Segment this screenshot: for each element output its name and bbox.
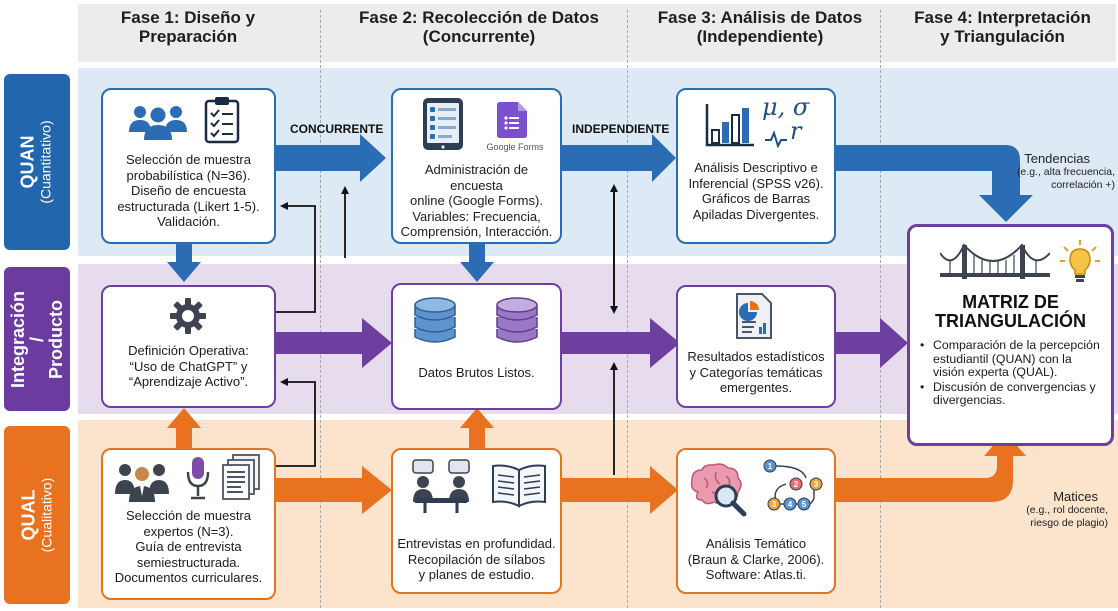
quan-collect-text: Administración de encuesta online (Googl…	[400, 162, 553, 239]
phase-1-title: Fase 1: Diseño y Preparación	[120, 8, 256, 46]
phase-3-title: Fase 3: Análisis de Datos (Independiente…	[657, 8, 863, 46]
tablet-survey-icon	[423, 98, 463, 150]
google-forms-caption: Google Forms	[486, 142, 544, 152]
nuances-note-title: Matices	[1053, 489, 1098, 504]
database-purple-icon	[496, 297, 538, 343]
integration-definition-box: Definición Operativa: “Uso de ChatGPT” y…	[101, 285, 276, 408]
experts-group-icon	[115, 464, 169, 502]
integration-definition-text: Definición Operativa: “Uso de ChatGPT” y…	[128, 343, 249, 389]
feedback-connectors	[276, 184, 618, 475]
microphone-icon	[186, 457, 210, 500]
trends-note-title: Tendencias	[1024, 151, 1090, 166]
people-group-icon	[129, 106, 187, 140]
thematic-flow-icon: 1 2 3 3 4 5	[763, 459, 823, 511]
statistics-mu-sigma: μ, σ	[762, 93, 810, 121]
flow-number: 2	[794, 480, 799, 489]
report-document-icon	[736, 293, 772, 339]
quan-analysis-box: μ, σ r Análisis Descriptivo e Inferencia…	[676, 88, 836, 244]
qual-design-box: Selección de muestra expertos (N=3). Guí…	[101, 448, 276, 600]
matrix-item: Comparación de la percepción estudiantil…	[920, 338, 1105, 380]
database-blue-icon	[414, 297, 456, 343]
qual-lane-tab: QUAL(Cualitativo)	[4, 426, 70, 604]
qual-collect-box: Entrevistas en profundidad. Recopilación…	[391, 448, 562, 594]
statistics-symbols-icon	[765, 130, 787, 148]
bridge-icon	[940, 243, 1050, 279]
qual-analysis-box: 1 2 3 3 4 5 Análisis Temático (Braun & C…	[676, 448, 836, 594]
quan-down-arrows	[167, 244, 494, 282]
brain-magnifier-icon	[690, 463, 747, 517]
meeting-table-icon	[412, 459, 470, 513]
documents-stack-icon	[222, 454, 260, 500]
phase-separator	[320, 10, 321, 608]
phase-separator	[880, 10, 881, 608]
google-forms-icon	[497, 102, 527, 138]
statistics-r-symbol: r	[790, 117, 802, 145]
qual-up-arrows	[167, 408, 494, 448]
quan-lane-tab: QUAN(Cuantitativo)	[4, 74, 70, 250]
phase-4-title: Fase 4: Interpretación y Triangulación	[914, 8, 1091, 46]
matrix-list: Comparación de la percepción estudiantil…	[920, 338, 1105, 409]
gear-icon	[170, 298, 206, 334]
quan-analysis-text: Análisis Descriptivo e Inferencial (SPSS…	[688, 160, 824, 222]
integration-lane-tab: Integración / Producto	[4, 267, 70, 411]
flow-number: 3	[772, 500, 777, 509]
bar-chart-icon	[705, 104, 754, 147]
quan-design-box: Selección de muestra probabilística (N=3…	[101, 88, 276, 244]
independent-label: INDEPENDIENTE	[572, 122, 670, 136]
concurrent-label: CONCURRENTE	[290, 122, 384, 136]
phase-separator	[627, 10, 628, 608]
flow-number: 5	[802, 500, 807, 509]
integration-data-text: Datos Brutos Listos.	[418, 365, 535, 380]
clipboard-checklist-icon	[204, 97, 240, 144]
flow-number: 3	[814, 480, 819, 489]
lightbulb-icon	[1060, 240, 1100, 282]
phase-2-title: Fase 2: Recolección de Datos (Concurrent…	[359, 8, 599, 46]
flow-number: 4	[788, 500, 793, 509]
quan-collect-box: Google Forms Administración de encuesta …	[391, 88, 562, 244]
qual-design-text: Selección de muestra expertos (N=3). Guí…	[114, 508, 263, 585]
phase-header-band	[78, 4, 1116, 62]
qual-flow-arrows	[276, 432, 1026, 514]
open-book-icon	[492, 464, 546, 508]
integration-results-box: Resultados estadísticos y Categorías tem…	[676, 285, 836, 408]
flow-number: 1	[768, 462, 773, 471]
matrix-item: Discusión de convergencias y divergencia…	[920, 380, 1105, 408]
matrix-title: MATRIZ DE TRIANGULACIÓN	[935, 292, 1086, 331]
triangulation-matrix-box: MATRIZ DE TRIANGULACIÓN Comparación de l…	[907, 224, 1114, 446]
integration-results-text: Resultados estadísticos y Categorías tem…	[687, 349, 825, 395]
integration-data-box: Datos Brutos Listos.	[391, 283, 562, 410]
qual-analysis-text: Análisis Temático (Braun & Clarke, 2006)…	[687, 536, 825, 582]
qual-collect-text: Entrevistas en profundidad. Recopilación…	[397, 536, 556, 582]
nuances-note-detail: (e.g., rol docente, riesgo de plagio)	[1026, 504, 1108, 529]
trends-note-detail: (e.g., alta frecuencia, correlación +)	[1016, 166, 1115, 191]
quan-flow-arrows	[276, 134, 1033, 222]
integration-flow-arrows	[276, 318, 908, 368]
quan-design-text: Selección de muestra probabilística (N=3…	[117, 152, 260, 229]
